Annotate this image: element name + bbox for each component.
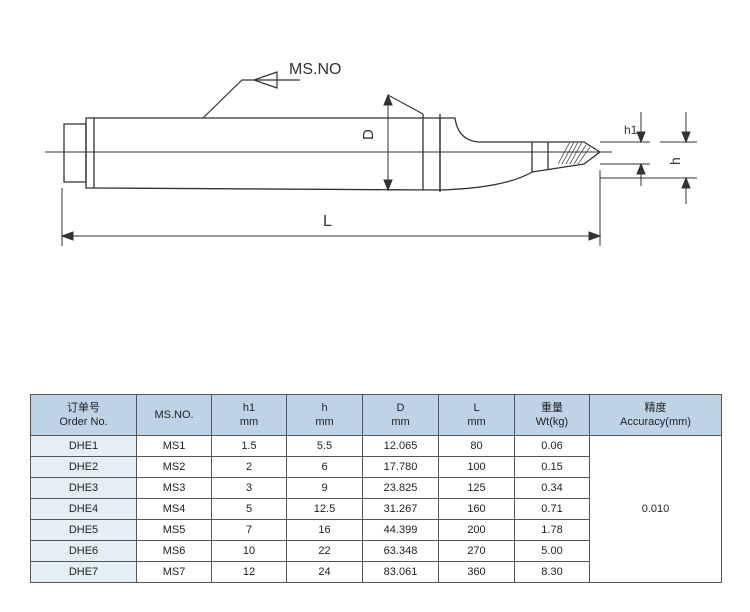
order-cell: DHE2 [30,456,137,478]
l-cell: 270 [438,540,515,562]
callout-label: MS.NO [289,61,341,78]
table-row: DHE7 MS7 12 24 83.061 360 8.30 [30,561,722,583]
d-cell: 44.399 [362,519,439,541]
l-cell: 125 [438,477,515,499]
accuracy-cell: 0.010 [589,435,722,583]
l-cell: 360 [438,561,515,583]
h-cell: 9 [286,477,363,499]
h1-cell: 5 [211,498,287,520]
order-cell: DHE1 [30,435,137,457]
weight-cell: 1.78 [514,519,590,541]
h-cell: 5.5 [286,435,363,457]
ms-cell: MS6 [136,540,212,562]
d-cell: 12.065 [362,435,439,457]
d-cell: 83.061 [362,561,439,583]
table-row: DHE6 MS6 10 22 63.348 270 5.00 [30,540,722,562]
ms-cell: MS7 [136,561,212,583]
weight-cell: 0.34 [514,477,590,499]
weight-cell: 0.71 [514,498,590,520]
ms-cell: MS2 [136,456,212,478]
d-cell: 17.780 [362,456,439,478]
h-cell: 12.5 [286,498,363,520]
dim-d-label: D [360,129,377,140]
tool-tip [531,141,602,173]
shank-end [63,123,87,183]
table-row: DHE4 MS4 5 12.5 31.267 160 0.71 [30,498,722,520]
l-cell: 200 [438,519,515,541]
h-cell: 22 [286,540,363,562]
h1-cell: 12 [211,561,287,583]
dim-l-label: L [323,213,332,230]
weight-cell: 0.06 [514,435,590,457]
tool-drawing: MS.NO D L h1 h [45,61,697,246]
ms-cell: MS1 [136,435,212,457]
ms-cell: MS3 [136,477,212,499]
dim-h1-label: h1 [624,123,638,137]
header-ms: MS.NO. [136,394,212,436]
dim-h-label: h [667,157,683,165]
h1-cell: 7 [211,519,287,541]
ms-cell: MS4 [136,498,212,520]
d-cell: 23.825 [362,477,439,499]
weight-cell: 5.00 [514,540,590,562]
d-cell: 63.348 [362,540,439,562]
h1-cell: 2 [211,456,287,478]
table-row: DHE3 MS3 3 9 23.825 125 0.34 [30,477,722,499]
l-cell: 160 [438,498,515,520]
order-cell: DHE5 [30,519,137,541]
h1-cell: 10 [211,540,287,562]
table-row: DHE1 MS1 1.5 5.5 12.065 80 0.06 0.010 [30,435,722,583]
callout-leader [202,79,300,119]
order-cell: DHE7 [30,561,137,583]
order-cell: DHE3 [30,477,137,499]
h-cell: 16 [286,519,363,541]
h1-cell: 1.5 [211,435,287,457]
order-cell: DHE4 [30,498,137,520]
table-row: DHE2 MS2 2 6 17.780 100 0.15 [30,456,722,478]
h-cell: 6 [286,456,363,478]
l-cell: 80 [438,435,515,457]
h1-cell: 3 [211,477,287,499]
d-cell: 31.267 [362,498,439,520]
order-cell: DHE6 [30,540,137,562]
l-cell: 100 [438,456,515,478]
weight-cell: 0.15 [514,456,590,478]
ms-cell: MS5 [136,519,212,541]
weight-cell: 8.30 [514,561,590,583]
h-cell: 24 [286,561,363,583]
